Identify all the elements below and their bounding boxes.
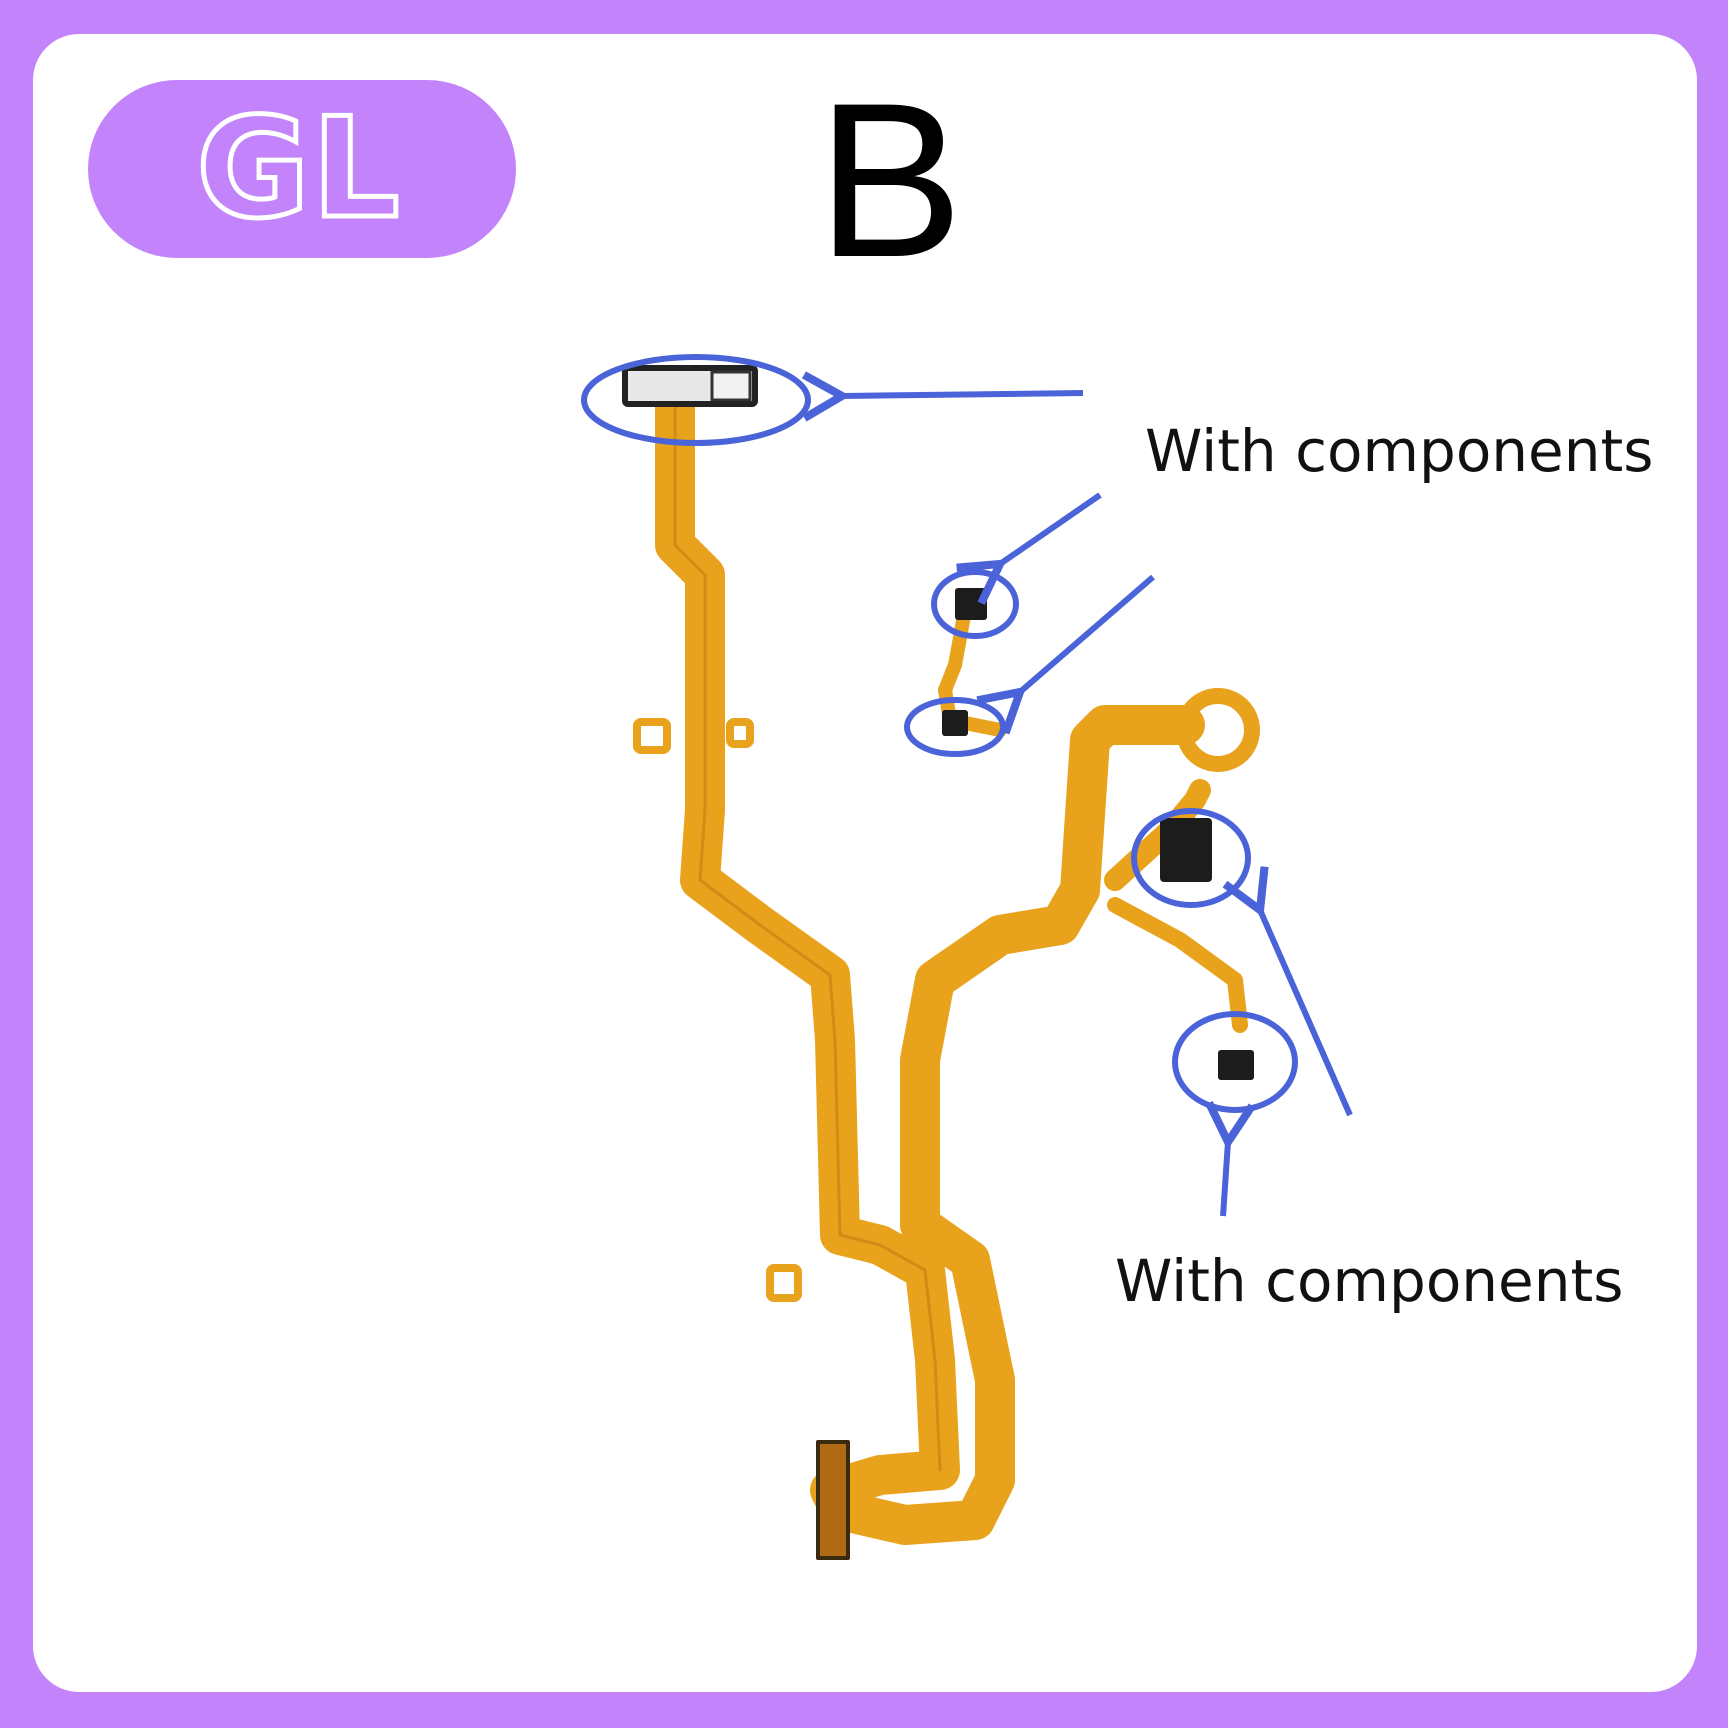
brand-logo-text: GL [194,88,402,249]
caption-with-components-bottom: With components [1115,1247,1624,1315]
arrow-to-lower-sensor [1205,1101,1256,1217]
annotation-arrows [801,371,1353,1217]
arrow-to-upper-sensor [956,492,1102,605]
caption-with-components-top: With components [1145,417,1654,485]
cable-trace-lines [673,398,942,1472]
upper-sensor-component [955,588,987,620]
chip-component [1160,818,1212,882]
cable-bottom-connector [816,1440,850,1560]
cable-tab-bottom [766,1264,802,1302]
flex-ribbon-cable [633,380,1260,1560]
top-connector-small [710,370,752,402]
variant-letter: B [816,57,964,303]
lower-sensor-component [1218,1050,1254,1080]
cable-branch-right [1104,779,1211,891]
cable-ring-mount [1176,688,1260,772]
arrow-to-top-connector [801,371,1084,422]
arrow-to-chip [1222,866,1353,1117]
cable-tab-left [633,718,671,754]
card-background [33,34,1697,1692]
cable-branch-lower-right [1107,897,1248,1033]
brand-logo-badge: GL [88,80,516,258]
arrow-to-middle-sensor [976,574,1155,735]
annotation-ellipse-chip [1131,808,1251,908]
middle-sensor-component [942,710,968,736]
cable-tab-right [726,718,754,748]
